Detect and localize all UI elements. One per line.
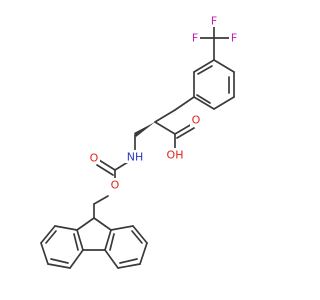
fluorine-top-label: F <box>211 15 217 28</box>
bond <box>69 249 84 269</box>
phenyl-ring-cf3 <box>193 59 235 110</box>
fluorenyl-group <box>40 217 148 269</box>
bond <box>154 109 176 123</box>
double-bond-inner <box>176 127 195 139</box>
double-bond-inner <box>109 233 115 251</box>
double-bond-inner <box>197 65 213 75</box>
bond <box>193 96 215 110</box>
bond <box>132 225 148 244</box>
fluorine-left-label: F <box>192 32 198 45</box>
bond <box>104 229 112 251</box>
double-bond-inner <box>96 164 114 176</box>
bond <box>193 59 215 73</box>
molecule-diagram: F F F <box>40 14 239 269</box>
structure-drawing: F F F <box>40 15 239 269</box>
double-bond-inner <box>50 258 69 264</box>
bond <box>93 195 109 205</box>
hydroxyl-label: OH <box>167 149 184 162</box>
double-bond-inner <box>119 258 138 264</box>
bond <box>104 249 119 269</box>
bond <box>40 225 56 244</box>
bond <box>98 159 116 171</box>
bond <box>40 242 49 265</box>
carbamate-ester-oxygen-label: O <box>111 179 120 192</box>
cf3-group: F F F <box>190 15 239 61</box>
fluorine-right-label: F <box>231 32 237 45</box>
carboxyl-oxygen-label: O <box>192 114 201 127</box>
bond <box>110 225 134 231</box>
bond <box>154 121 176 135</box>
backbone: O OH NH O O <box>88 96 202 219</box>
bond <box>93 217 112 231</box>
double-bond-inner <box>131 230 143 244</box>
bond <box>139 242 148 265</box>
bond <box>174 123 193 135</box>
bond <box>54 225 78 231</box>
bond <box>114 161 129 171</box>
bond <box>47 263 71 269</box>
bond <box>213 96 235 110</box>
double-bond-inner <box>45 230 57 244</box>
carbamate-carbonyl-oxygen-label: O <box>90 152 99 165</box>
bond <box>117 263 141 269</box>
double-bond-inner <box>196 94 211 104</box>
double-bond-inner <box>73 233 79 251</box>
stereo-wedge-bond <box>134 122 155 137</box>
bond <box>213 59 235 73</box>
amine-label: NH <box>127 151 144 164</box>
bond <box>76 217 95 231</box>
bond <box>174 96 195 111</box>
bond <box>76 229 84 251</box>
